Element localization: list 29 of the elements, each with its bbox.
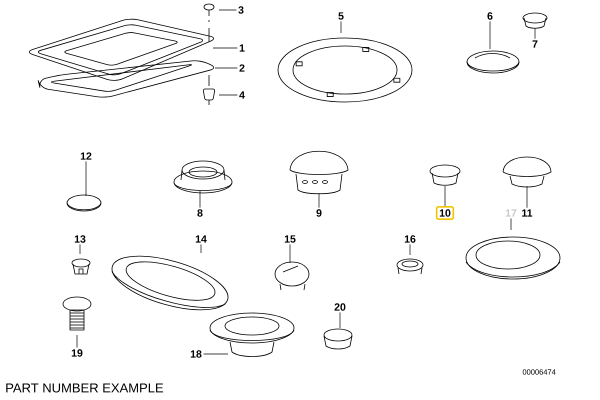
callout-number: 9 [316, 209, 322, 217]
leader-line [526, 186, 528, 208]
leader-line [318, 192, 320, 208]
callout-number: 4 [239, 91, 245, 99]
callout-number: 1 [240, 44, 245, 52]
leader-line [218, 94, 238, 96]
caption: PART NUMBER EXAMPLE [6, 383, 164, 393]
callout-number: 16 [404, 235, 416, 243]
leader-line [534, 28, 536, 40]
callout-number: 13 [74, 235, 86, 243]
leader-line [340, 21, 342, 34]
callout-number: 6 [487, 12, 493, 20]
callout-number: 8 [197, 209, 203, 217]
callout-number: 15 [284, 235, 296, 243]
callout-number: 3 [238, 6, 244, 14]
callout-number: 5 [338, 12, 344, 20]
callout-number: 2 [239, 64, 244, 72]
leader-line [510, 218, 512, 230]
leader-line [76, 334, 78, 348]
callout-number: 12 [80, 152, 92, 160]
highlighted-callout-number: 10 [436, 206, 454, 220]
callout-number: 20 [334, 303, 346, 311]
leader-line [444, 186, 446, 206]
callout-number: 11 [522, 209, 532, 217]
callout-number: 7 [532, 40, 538, 48]
callout-number: 14 [196, 235, 207, 243]
leader-line [200, 244, 202, 254]
callout-number: 18 [190, 350, 202, 358]
callout-number: 19 [72, 349, 82, 357]
